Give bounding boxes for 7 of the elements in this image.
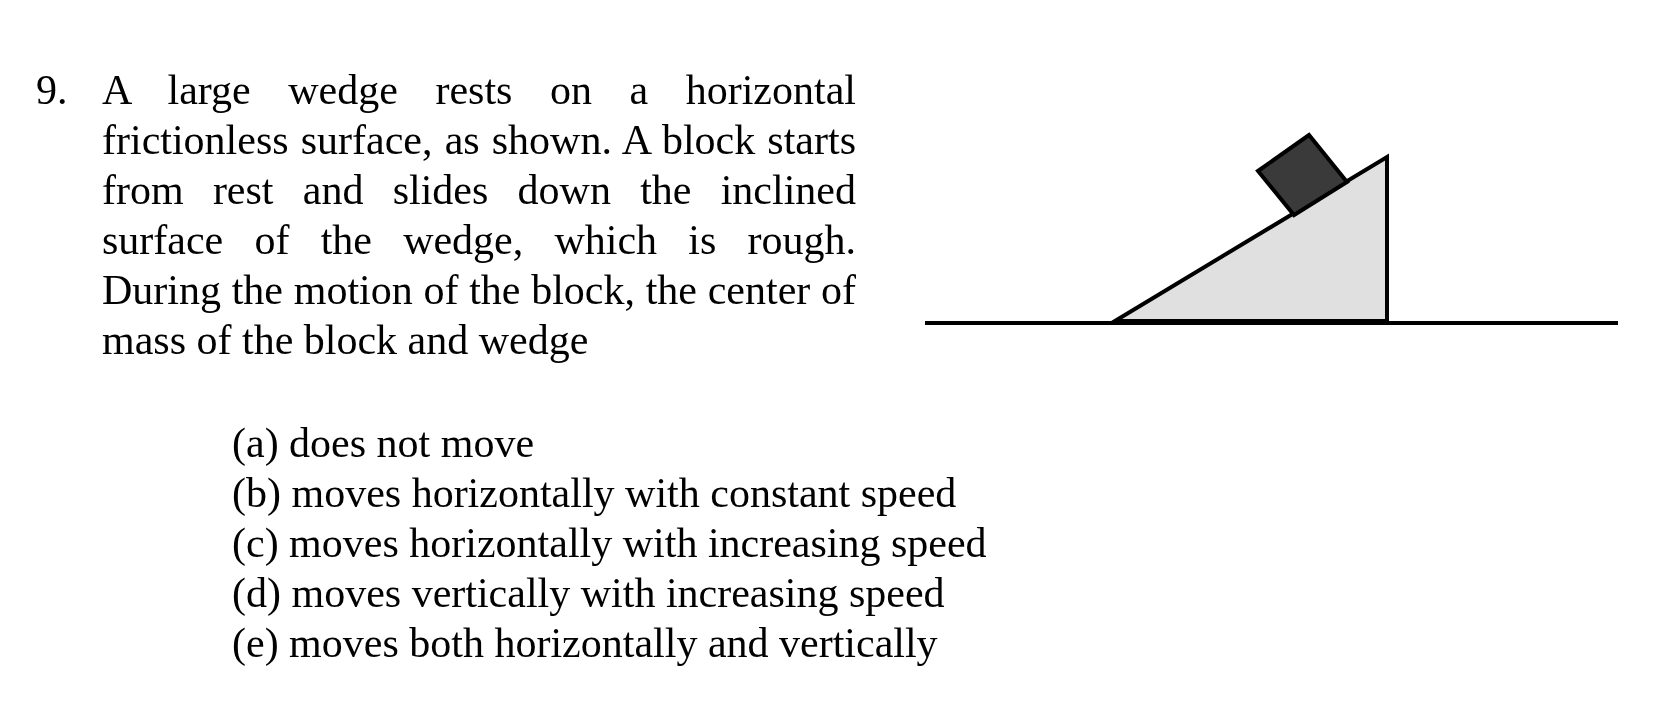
answer-choice: (e) moves both horizontally and vertically <box>232 619 938 668</box>
question-number: 9. <box>36 66 68 115</box>
answer-choice: (d) moves vertically with increasing speed <box>232 569 945 618</box>
answer-choice: (a) does not move <box>232 419 535 468</box>
answer-choice: (c) moves horizontally with increasing speed <box>232 519 987 568</box>
answer-choice: (b) moves horizontally with constant speed <box>232 469 957 518</box>
question-text: A large wedge rests on a horizontal frictionless surface, as shown. A block starts from rest and slides down the inclined surface of the wedge, which is rough. During the motion of the block, the center of mass of the block and wedge <box>102 66 856 365</box>
